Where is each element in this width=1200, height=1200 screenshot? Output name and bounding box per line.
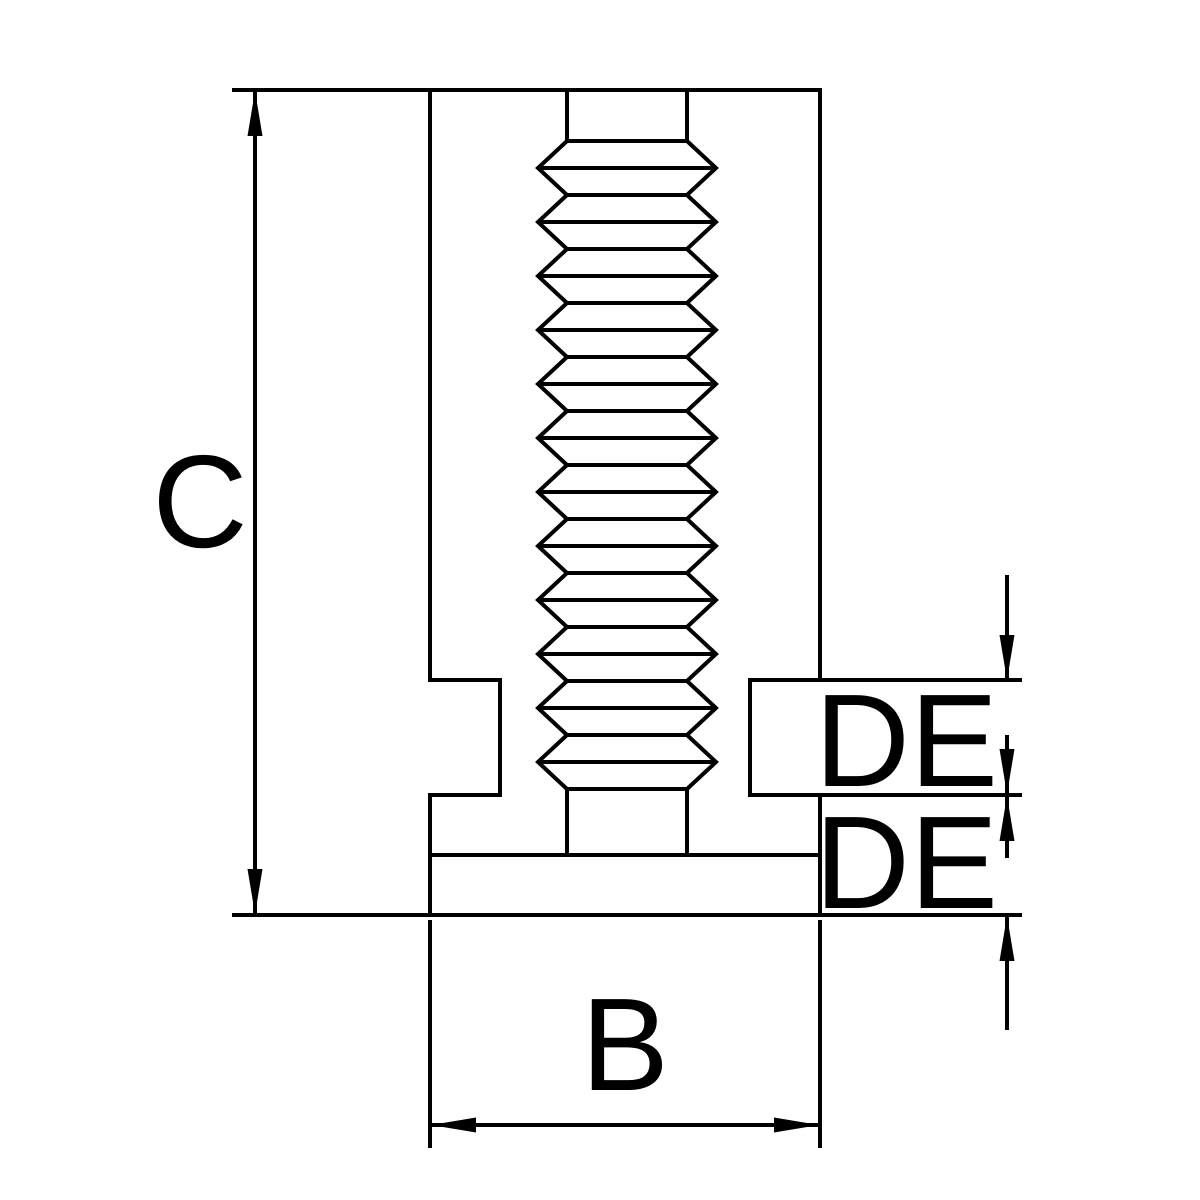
- dimension-d-e: DE DE: [750, 575, 1022, 1030]
- arrow-left-icon: [431, 1117, 476, 1133]
- dimension-b-label: B: [581, 971, 669, 1118]
- serrated-thread: [535, 139, 719, 791]
- dimension-c: C: [152, 88, 1022, 917]
- arrow-down-icon: [999, 749, 1015, 794]
- dimension-b: B: [428, 920, 822, 1148]
- dimension-de-lower-label: DE: [815, 789, 998, 936]
- jaw-body-outline: [428, 88, 822, 917]
- arrow-up-icon: [247, 91, 263, 136]
- screw-shaft: [565, 90, 689, 855]
- arrow-up-icon: [999, 916, 1015, 961]
- arrow-down-icon: [999, 635, 1015, 680]
- dimension-c-label: C: [152, 428, 247, 575]
- arrow-right-icon: [774, 1117, 819, 1133]
- arrow-up-icon: [999, 796, 1015, 841]
- jaw-body: [428, 88, 822, 917]
- dimension-de-upper-label: DE: [815, 667, 998, 814]
- arrow-down-icon: [247, 869, 263, 914]
